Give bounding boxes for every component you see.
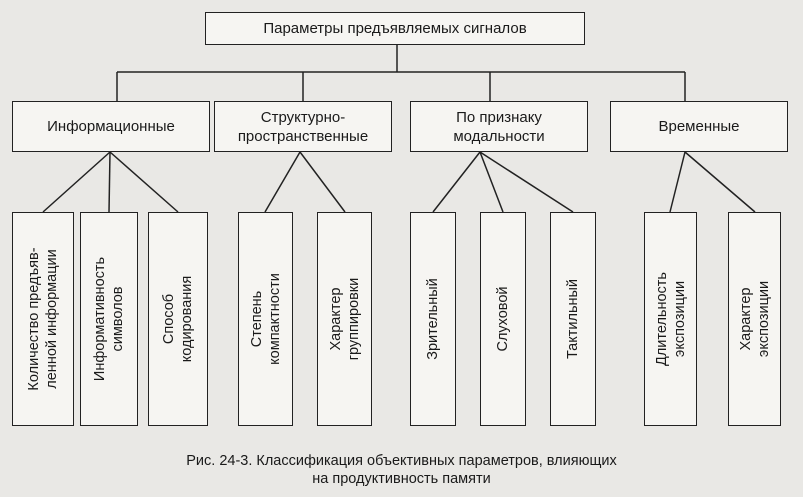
branch-1a <box>42 151 111 213</box>
caption-line2: на продуктивность памяти <box>312 471 491 487</box>
leaf-label-line1: Информативность <box>92 256 108 382</box>
category-structural-spatial: Структурно- пространственные <box>214 101 392 152</box>
figure-caption: Рис. 24-3. Классификация объективных пар… <box>0 452 803 488</box>
leaf-label-line1: Слуховой <box>495 286 511 352</box>
leaf-label-line1: Тактильный <box>565 278 581 360</box>
branch-3c <box>479 151 574 213</box>
leaf-label-line1: Способ <box>161 293 177 345</box>
branch-4b <box>684 151 756 213</box>
leaf-grouping: Характер группировки <box>317 212 372 426</box>
category-temporal: Временные <box>610 101 788 152</box>
branch-1c <box>109 151 179 213</box>
leaf-compactness: Степень компактности <box>238 212 293 426</box>
leaf-coding-method: Способ кодирования <box>148 212 208 426</box>
branch-2a <box>264 151 301 213</box>
leaf-label-line2: экспозиции <box>671 280 688 358</box>
category-label-line2: модальности <box>453 127 545 145</box>
branch-4a <box>669 151 686 213</box>
leaf-label-line2: символов <box>110 286 126 352</box>
root-node: Параметры предъявляемых сигналов <box>205 12 585 45</box>
category-label-line1: Информационные <box>47 118 175 135</box>
branch-3a <box>432 151 481 213</box>
leaf-label-line2: компактности <box>266 273 283 365</box>
leaf-label-line2: ленной информации <box>44 249 60 389</box>
leaf-visual: Зрительный <box>410 212 456 426</box>
leaf-label-line1: Характер <box>327 287 344 351</box>
branch-2b <box>299 151 346 213</box>
category-label-line2: пространственные <box>237 127 369 145</box>
category-informational: Информационные <box>12 101 210 152</box>
branch-1b <box>108 151 111 213</box>
leaf-label-line1: Количество предъяв- <box>26 247 42 391</box>
root-label: Параметры предъявляемых сигналов <box>263 20 527 37</box>
leaf-tactile: Тактильный <box>550 212 596 426</box>
leaf-label-line2: группировки <box>345 277 362 361</box>
leaf-label-line1: Длительность <box>653 272 670 366</box>
category-label-line1: Временные <box>658 118 740 135</box>
leaf-label-line2: кодирования <box>179 275 195 363</box>
branch-3b <box>479 151 504 213</box>
category-label-line1: Структурно- <box>260 108 346 126</box>
category-label-line1: По признаку <box>456 108 542 126</box>
leaf-exposure-duration: Длительность экспозиции <box>644 212 697 426</box>
leaf-information-amount: Количество предъяв- ленной информации <box>12 212 74 426</box>
leaf-label-line2: экспозиции <box>755 280 772 358</box>
leaf-label-line1: Характер <box>737 287 754 351</box>
category-modality: По признаку модальности <box>410 101 588 152</box>
leaf-symbol-informativeness: Информативность символов <box>80 212 138 426</box>
leaf-label-line1: Зрительный <box>425 278 441 360</box>
leaf-label-line1: Степень <box>248 290 265 348</box>
caption-line1: Рис. 24-3. Классификация объективных пар… <box>186 453 617 469</box>
leaf-auditory: Слуховой <box>480 212 526 426</box>
leaf-exposure-character: Характер экспозиции <box>728 212 781 426</box>
